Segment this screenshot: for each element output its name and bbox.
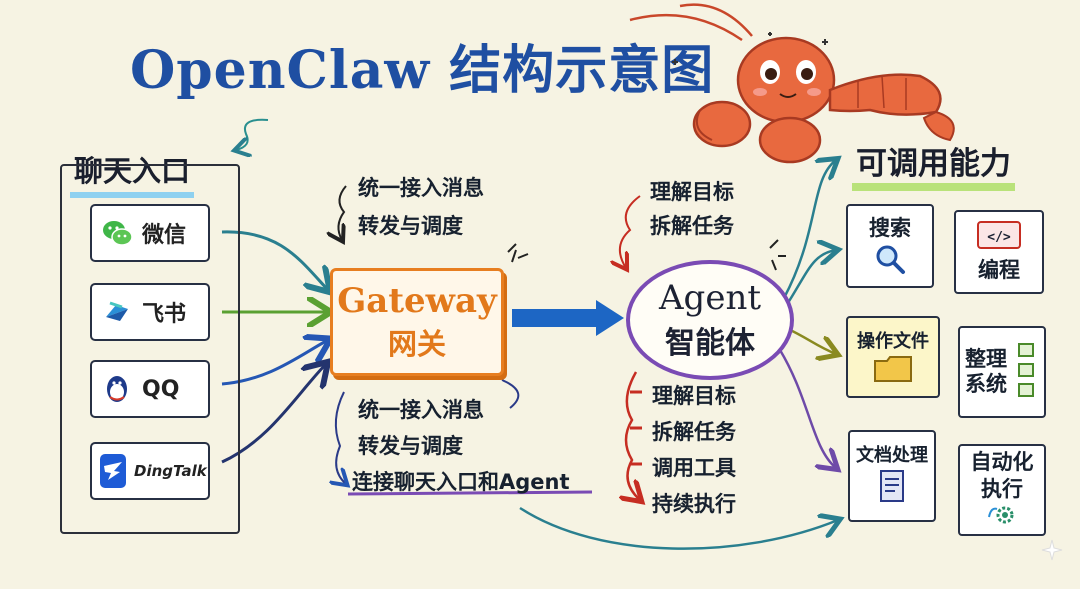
gateway-note: 统一接入消息	[358, 398, 484, 422]
code-icon: </>	[976, 220, 1022, 254]
document-icon	[875, 467, 909, 511]
capability-label: 自动化执行	[970, 449, 1034, 501]
capability-label: 文档处理	[856, 445, 928, 466]
capability-label: 整理系统	[965, 346, 1007, 396]
agent-name-zh: 智能体	[665, 326, 755, 361]
capability-search: 搜索	[846, 204, 934, 288]
organize-icon	[1015, 340, 1039, 404]
channel-label: DingTalk	[134, 462, 207, 480]
agent-name-en: Agent	[659, 278, 761, 318]
capabilities-title: 可调用能力	[852, 138, 1015, 191]
gateway-note: 连接聊天入口和Agent	[352, 470, 570, 494]
agent-note: 理解目标	[650, 180, 734, 204]
diagram-title: OpenClaw 结构示意图	[130, 40, 715, 101]
capability-doc-processing: 文档处理	[848, 430, 936, 522]
channel-wechat: 微信	[90, 204, 210, 262]
gateway-note: 转发与调度	[358, 434, 463, 458]
agent-note: 拆解任务	[652, 420, 736, 444]
sparkle-icon	[1041, 539, 1063, 561]
svg-text:</>: </>	[987, 230, 1011, 245]
channel-label: QQ	[142, 376, 180, 402]
capability-organize-system: 整理系统	[958, 326, 1046, 418]
agent-note: 调用工具	[652, 456, 736, 480]
agent-note: 理解目标	[652, 384, 736, 408]
channel-dingtalk: DingTalk	[90, 442, 210, 500]
agent-note: 拆解任务	[650, 214, 734, 238]
channel-label: 微信	[142, 223, 187, 248]
channel-qq: QQ	[90, 360, 210, 418]
dingtalk-icon	[100, 454, 126, 488]
channel-label: 飞书	[142, 302, 187, 327]
gateway-box: Gateway 网关	[330, 268, 504, 376]
chat-entry-frame	[60, 164, 240, 534]
gateway-name-en: Gateway	[337, 281, 497, 321]
agent-node: Agent 智能体	[626, 260, 794, 380]
channel-feishu: 飞书	[90, 283, 210, 341]
capability-file-ops: 操作文件	[846, 316, 940, 398]
gateway-name-zh: 网关	[387, 327, 446, 361]
wechat-icon	[100, 216, 134, 250]
folder-icon	[873, 353, 913, 387]
gear-icon	[985, 503, 1019, 531]
capability-coding: </> 编程	[954, 210, 1044, 294]
magnifier-icon	[873, 242, 907, 280]
agent-note: 持续执行	[652, 492, 736, 516]
qq-icon	[100, 372, 134, 406]
capability-label: 操作文件	[857, 331, 929, 352]
chat-entry-title: 聊天入口	[70, 148, 195, 198]
capability-automation: 自动化执行	[958, 444, 1046, 536]
feishu-icon	[100, 295, 134, 329]
gateway-note: 统一接入消息	[358, 176, 484, 200]
capability-label: 编程	[978, 258, 1020, 282]
gateway-note: 转发与调度	[358, 214, 463, 238]
capability-label: 搜索	[869, 216, 911, 240]
